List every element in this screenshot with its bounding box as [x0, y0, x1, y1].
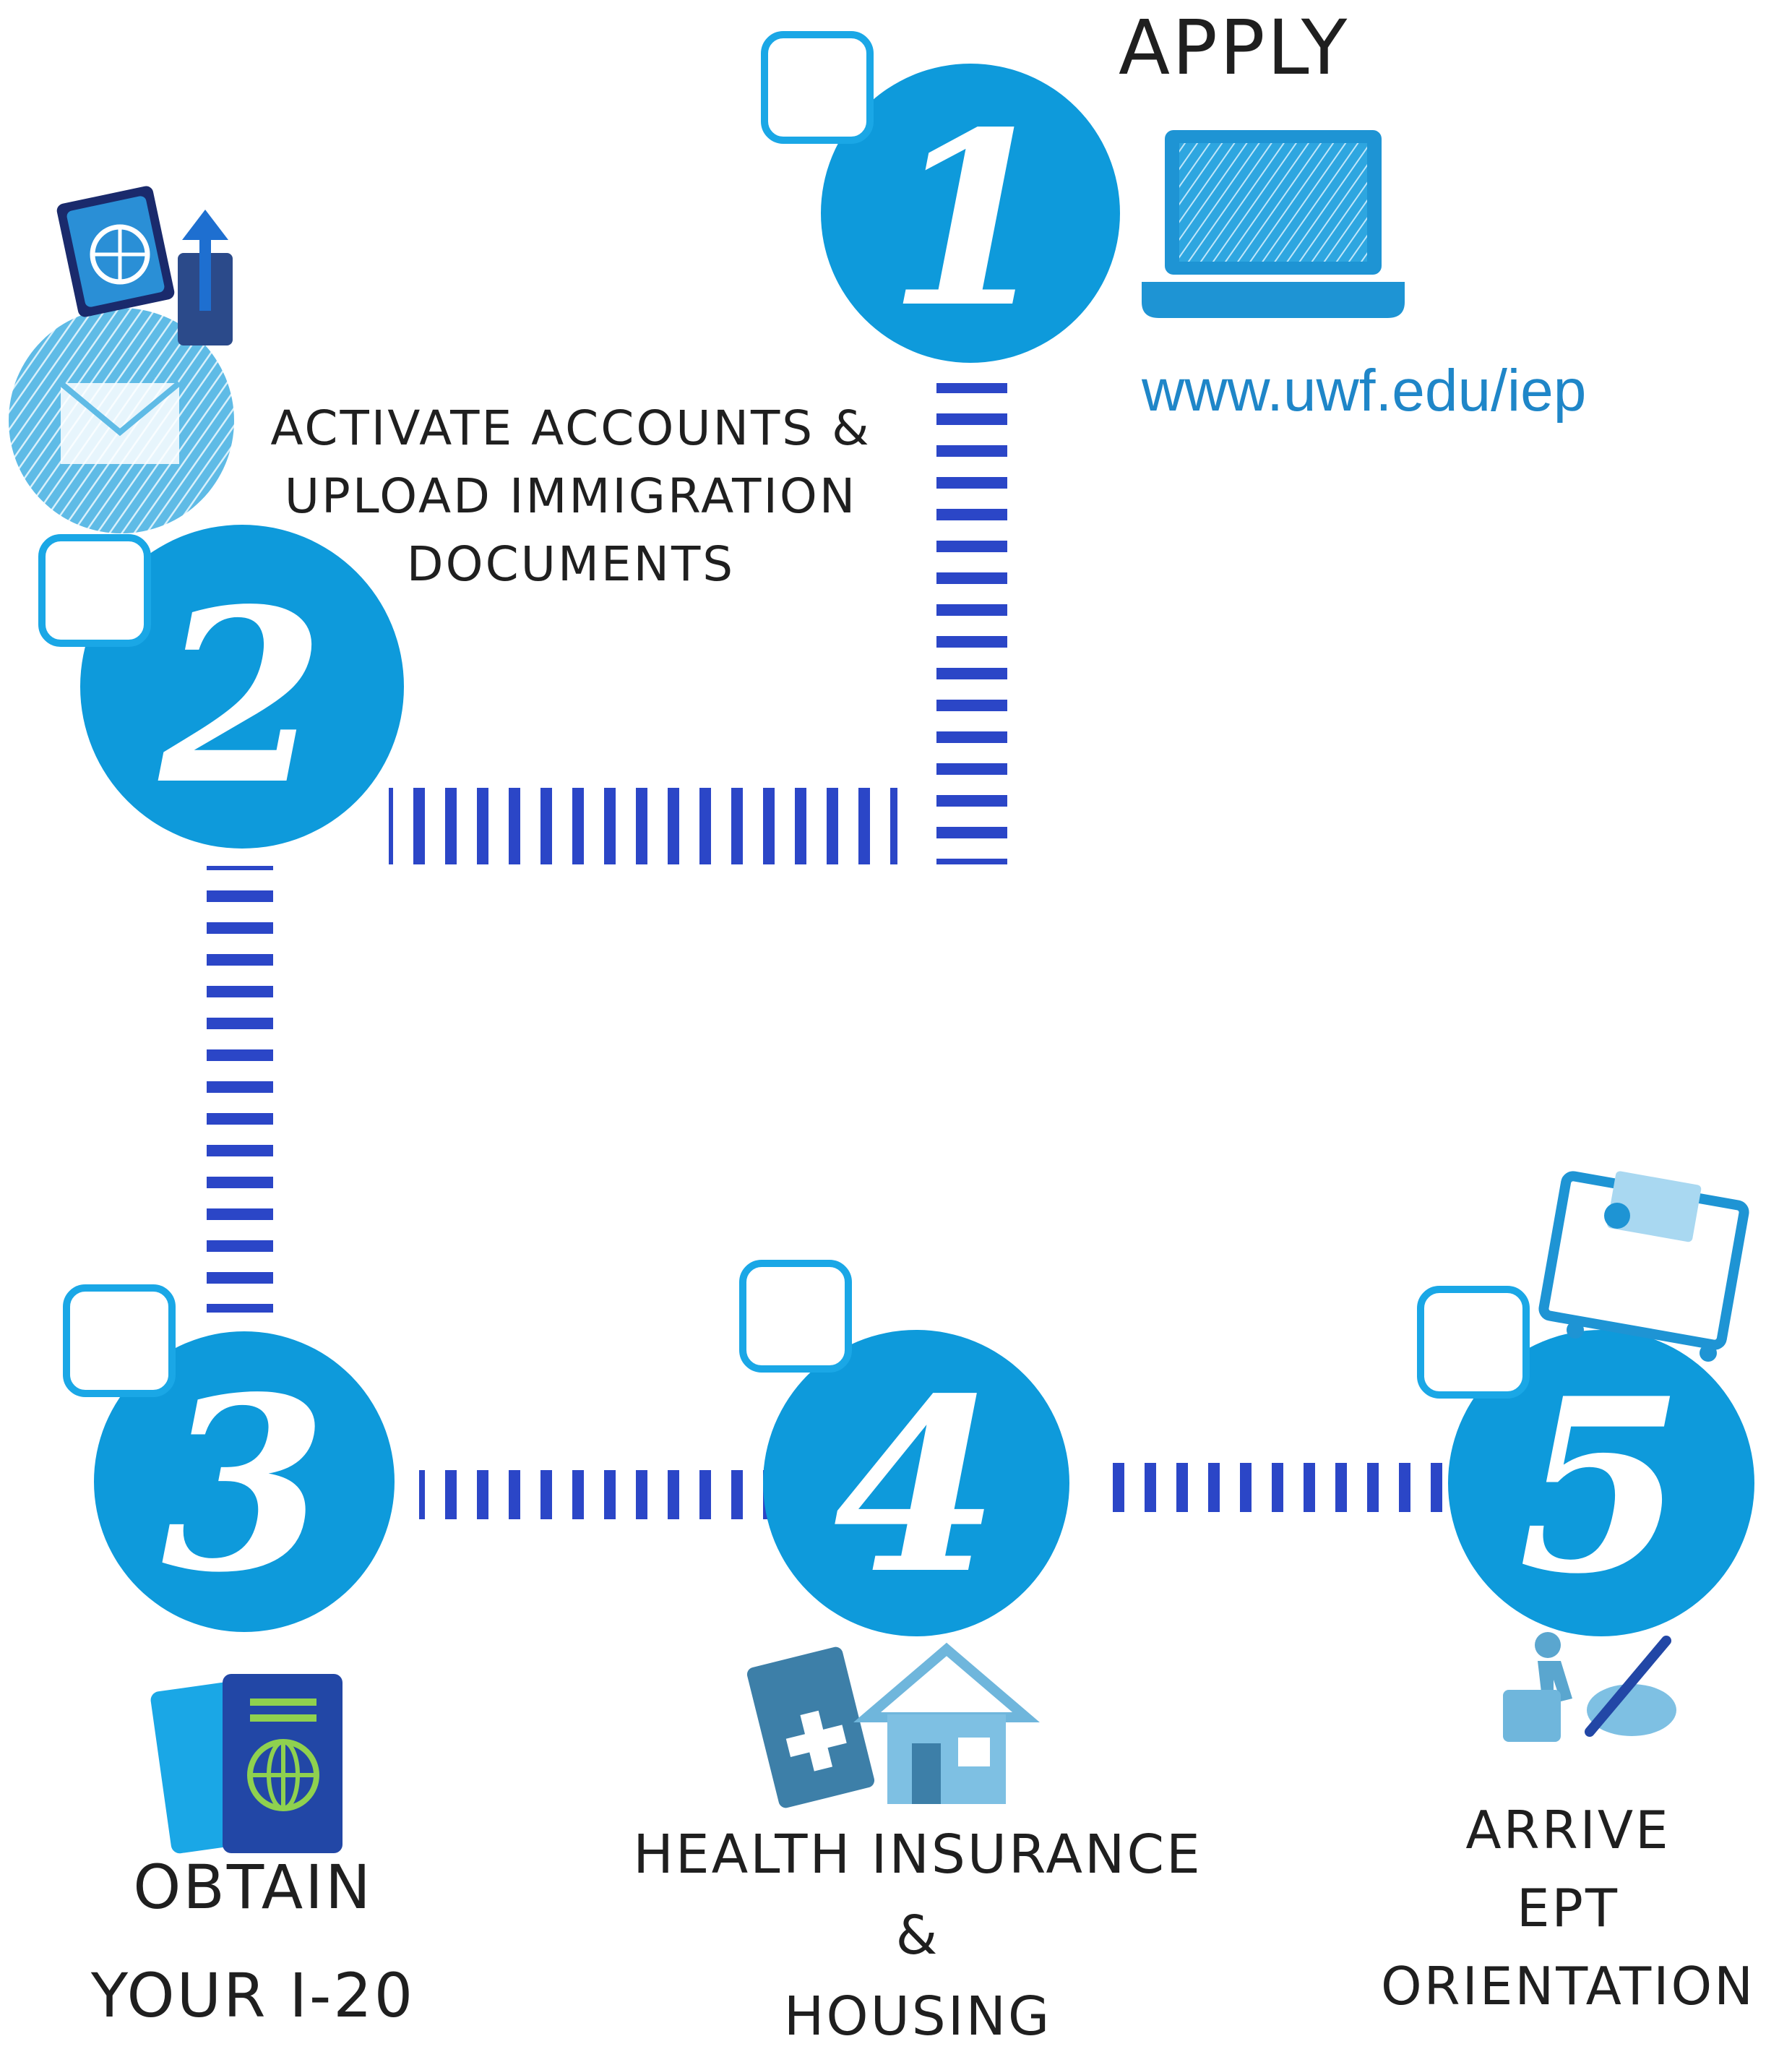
email-icon	[9, 308, 234, 533]
step-4-checkbox[interactable]	[739, 1260, 852, 1373]
connector-2-3	[207, 866, 273, 1313]
step-5-checkbox[interactable]	[1417, 1286, 1530, 1399]
step-5-title-line: ORIENTATION	[1380, 1956, 1756, 2017]
connector-1-2-horizontal	[389, 788, 897, 864]
step-4-title-line: HOUSING	[783, 1985, 1052, 2048]
step-3-title-line: OBTAIN	[133, 1852, 373, 1923]
step-1: 1	[761, 31, 1405, 363]
step-1-checkbox[interactable]	[761, 31, 874, 144]
laptop-icon	[1142, 130, 1405, 318]
step-2-title: ACTIVATE ACCOUNTS & UPLOAD IMMIGRATION D…	[231, 395, 910, 598]
step-2-title-line: ACTIVATE ACCOUNTS &	[270, 400, 871, 456]
step-2-checkbox[interactable]	[38, 534, 151, 647]
step-2-number: 2	[155, 557, 325, 837]
step-2-circle	[80, 525, 404, 849]
step-1-number: 1	[887, 80, 1054, 360]
step-3-circle	[94, 1331, 395, 1632]
passport-icon	[150, 1674, 343, 1854]
pen-icon	[1585, 1636, 1676, 1737]
step-5-number: 5	[1518, 1346, 1684, 1626]
step-4-title-line: &	[895, 1904, 940, 1967]
medical-card-icon	[746, 1646, 875, 1808]
step-3-checkbox[interactable]	[63, 1284, 176, 1397]
step-3-title: OBTAIN YOUR I-20	[43, 1833, 462, 2050]
suitcase-icon	[1538, 1171, 1749, 1362]
connector-3-4	[419, 1470, 777, 1519]
step-4-number: 4	[833, 1346, 999, 1626]
step-4-circle	[763, 1330, 1069, 1636]
connector-4-5	[1103, 1463, 1460, 1512]
connector-1-2-vertical	[936, 383, 1007, 864]
step-1-circle	[821, 64, 1120, 363]
step-5-title: ARRIVE EPT ORIENTATION	[1358, 1791, 1778, 2025]
step-2-title-line: DOCUMENTS	[406, 536, 736, 592]
step-3-title-line: YOUR I-20	[90, 1960, 415, 2031]
step-5-circle	[1448, 1330, 1754, 1636]
house-icon	[853, 1642, 1040, 1804]
step-2-title-line: UPLOAD IMMIGRATION	[284, 468, 858, 524]
step-5-title-line: ARRIVE	[1465, 1800, 1671, 1860]
step-1-link[interactable]: www.uwf.edu/iep	[1142, 358, 1587, 424]
step-1-title: APPLY	[1119, 4, 1350, 92]
passport-upload-icon	[56, 186, 233, 345]
step-3-number: 3	[161, 1344, 327, 1625]
step-5-title-line: EPT	[1517, 1878, 1619, 1938]
step-4-title-line: HEALTH INSURANCE	[633, 1824, 1202, 1886]
step-2: 2	[9, 186, 404, 849]
step-4: 4	[739, 1260, 1069, 1808]
traveler-icon	[1503, 1632, 1572, 1742]
step-3: 3	[63, 1284, 395, 1854]
step-5: 5	[1417, 1171, 1754, 1742]
step-4-title: HEALTH INSURANCE & HOUSING	[578, 1814, 1257, 2057]
